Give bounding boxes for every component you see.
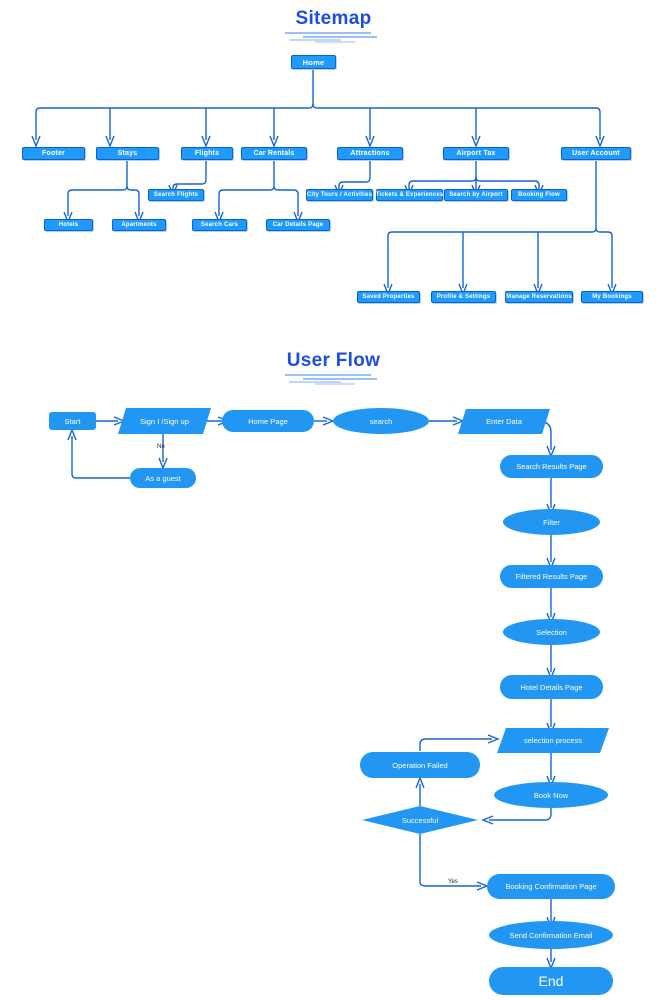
sitemap-node-profile-settings[interactable]: Profile & Settings xyxy=(431,291,496,303)
userflow-edge-label-yes: Yes xyxy=(448,879,458,885)
sitemap-node-city-tours-activities[interactable]: City Tours / Activities xyxy=(306,189,373,201)
sitemap-node-hotels[interactable]: Hotels xyxy=(44,219,93,231)
userflow-title: User Flow xyxy=(286,350,381,371)
sitemap-node-stays[interactable]: Stays xyxy=(96,147,159,160)
userflow-label-successful: Successful xyxy=(401,815,439,825)
userflow-node-end[interactable]: End xyxy=(489,967,613,995)
parallelogram-shape xyxy=(118,408,211,434)
sitemap-node-car-details-page[interactable]: Car Details Page xyxy=(266,219,330,231)
userflow-node-search-results-page[interactable]: Search Results Page xyxy=(500,455,603,478)
userflow-label-enter-data: Enter Data xyxy=(486,417,522,426)
userflow-node-search[interactable]: search xyxy=(333,408,429,434)
sitemap-title: Sitemap xyxy=(295,8,372,29)
userflow-node-hotel-details-page[interactable]: Hotel Details Page xyxy=(500,675,603,699)
userflow-node-filtered-results-page[interactable]: Filtered Results Page xyxy=(500,565,603,588)
sitemap-node-saved-properties[interactable]: Saved Properties xyxy=(357,291,420,303)
sitemap-node-car-rentals[interactable]: Car Rentals xyxy=(241,147,307,160)
sitemap-title-decoration xyxy=(285,30,385,44)
sitemap-node-manage-reservations[interactable]: Manage Reservations xyxy=(505,291,573,303)
sitemap-node-attractions[interactable]: Attractions xyxy=(337,147,403,160)
userflow-label-selection-process: selection process xyxy=(524,736,582,745)
userflow-node-enter-data[interactable]: Enter Data xyxy=(458,409,550,434)
parallelogram-shape xyxy=(458,409,550,434)
sitemap-node-flights[interactable]: Flights xyxy=(181,147,233,160)
sitemap-node-search-by-airport[interactable]: Search by Airport xyxy=(444,189,508,201)
userflow-node-operation-failed[interactable]: Operation Failed xyxy=(360,752,480,778)
sitemap-node-home[interactable]: Home xyxy=(291,55,336,69)
sitemap-node-tickets-experiences[interactable]: Tickets & Experiences xyxy=(376,189,443,201)
userflow-edge-label-no: No xyxy=(157,444,165,450)
userflow-title-decoration xyxy=(285,372,385,386)
userflow-node-booking-confirmation-page[interactable]: Booking Confirmation Page xyxy=(487,874,615,899)
userflow-node-book-now[interactable]: Book Now xyxy=(494,782,608,808)
sitemap-node-footer[interactable]: Footer xyxy=(22,147,85,160)
sitemap-node-apartments[interactable]: Apartments xyxy=(112,219,166,231)
userflow-node-successful[interactable]: Successful xyxy=(362,806,478,834)
userflow-node-filter[interactable]: Filter xyxy=(503,509,600,535)
sitemap-node-my-bookings[interactable]: My Bookings xyxy=(581,291,643,303)
sitemap-node-booking-flow[interactable]: Booking Flow xyxy=(511,189,567,201)
userflow-label-sign-in-sign-up: Sign I /Sign up xyxy=(140,416,189,426)
userflow-node-home-page[interactable]: Home Page xyxy=(222,410,314,432)
parallelogram-shape xyxy=(497,728,609,753)
sitemap-node-airport-tax[interactable]: Airport Tax xyxy=(443,147,509,160)
diamond-shape xyxy=(362,806,478,834)
userflow-node-as-a-guest[interactable]: As a guest xyxy=(130,468,196,488)
sitemap-node-user-account[interactable]: User Account xyxy=(561,147,631,160)
userflow-node-selection-process[interactable]: selection process xyxy=(497,728,609,753)
userflow-node-sign-in-sign-up[interactable]: Sign I /Sign up xyxy=(118,408,211,434)
sitemap-node-search-cars[interactable]: Search Cars xyxy=(192,219,247,231)
sitemap-node-search-flights[interactable]: Search Flights xyxy=(148,189,204,201)
userflow-node-selection[interactable]: Selection xyxy=(503,619,600,645)
userflow-node-send-confirmation-email[interactable]: Send Confirmation Email xyxy=(489,921,613,949)
userflow-node-start[interactable]: Start xyxy=(49,412,96,430)
